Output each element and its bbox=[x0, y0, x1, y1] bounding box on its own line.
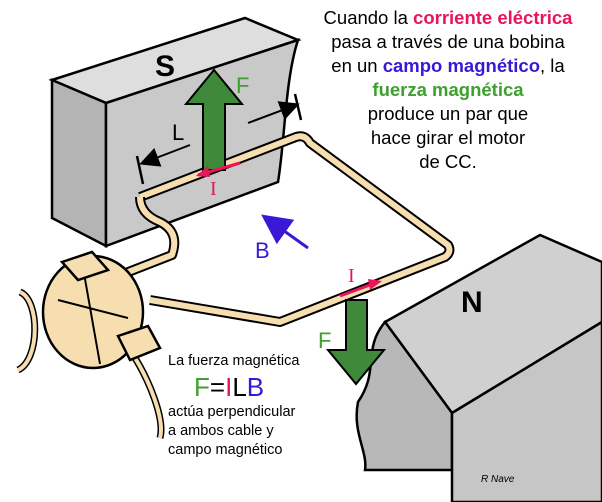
caption-line-1: Cuando la corriente eléctrica bbox=[300, 6, 596, 30]
current-arrowhead-top bbox=[196, 166, 210, 177]
field-arrow bbox=[261, 214, 309, 250]
caption-line-4: fuerza magnética bbox=[300, 78, 596, 102]
length-dimension bbox=[135, 93, 303, 185]
field-label: B bbox=[255, 238, 270, 263]
formula-equals: = bbox=[209, 372, 226, 402]
note-line-1: La fuerza magnética bbox=[168, 353, 300, 369]
caption-line-3: en un campo magnético, la bbox=[300, 54, 596, 78]
caption-highlight-current: corriente eléctrica bbox=[413, 7, 573, 28]
formula-i: I bbox=[225, 372, 233, 402]
south-pole-label: S bbox=[155, 50, 175, 83]
north-magnet bbox=[355, 233, 602, 502]
commutator bbox=[16, 250, 165, 439]
force-arrow-up bbox=[183, 68, 245, 171]
caption-line-6: hace girar el motor bbox=[370, 127, 526, 148]
caption-line-5: produce un par que bbox=[367, 103, 529, 124]
current-arrowhead-bottom bbox=[368, 279, 382, 290]
caption-text: , la bbox=[540, 55, 565, 76]
north-pole-label: N bbox=[461, 286, 483, 319]
caption-line-2: pasa a través de una bobina bbox=[331, 31, 565, 52]
formula-b: B bbox=[246, 372, 265, 402]
note-line-3: actúa perpendicular bbox=[168, 404, 296, 420]
author-credit: R Nave bbox=[481, 474, 515, 485]
caption-highlight-field: campo magnético bbox=[382, 55, 541, 76]
note-line-5: campo magnético bbox=[168, 442, 283, 458]
current-label-bottom: I bbox=[348, 265, 355, 287]
formula-f: F bbox=[194, 372, 210, 402]
force-formula: F=ILB bbox=[194, 371, 348, 403]
force-note: La fuerza magnética F=ILB actúa perpendi… bbox=[168, 352, 348, 460]
force-label-bottom: F bbox=[318, 328, 331, 353]
force-label-top: F bbox=[236, 73, 249, 98]
force-arrow-down bbox=[325, 299, 387, 386]
caption-highlight-force: fuerza magnética bbox=[372, 79, 524, 100]
formula-l: L bbox=[232, 372, 247, 402]
current-label-top: I bbox=[210, 178, 217, 200]
caption-line-7: de CC. bbox=[419, 151, 477, 172]
length-label: L bbox=[172, 120, 184, 145]
main-caption: Cuando la corriente eléctrica pasa a tra… bbox=[300, 6, 596, 174]
note-line-4: a ambos cable y bbox=[168, 423, 274, 439]
caption-text: en un bbox=[331, 55, 383, 76]
caption-text: Cuando la bbox=[323, 7, 414, 28]
coil-wire bbox=[116, 131, 455, 327]
